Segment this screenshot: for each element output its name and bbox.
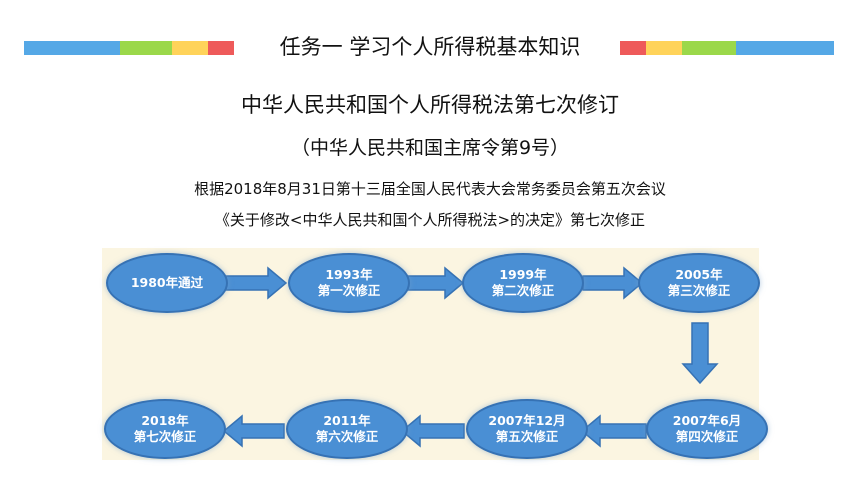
stripe-yellow [646,41,682,55]
stripe-blue [24,41,120,55]
stripe-blue [736,41,834,55]
arrow-right-icon [582,266,644,300]
law-title: 中华人民共和国个人所得税法第七次修订 [241,93,619,117]
stripe-green [682,41,736,55]
basis-line-2: 《关于修改<中华人民共和国个人所得税法>的决定》第七次修正 [214,211,646,229]
arrow-left-icon [400,414,465,448]
basis-line-1: 根据2018年8月31日第十三届全国人民代表大会常务委员会第五次会议 [194,180,666,198]
arrow-left-icon [580,414,647,448]
stripe-yellow [172,41,208,55]
header-stripe-right [620,41,834,55]
arrow-right-icon [225,266,288,300]
timeline-node-2011: 2011年 第六次修正 [286,399,408,459]
timeline-node-2018: 2018年 第七次修正 [104,399,226,459]
header-stripe-left [24,41,234,55]
timeline-node-1980: 1980年通过 [106,253,228,313]
stripe-red [620,41,646,55]
stripe-green [120,41,172,55]
arrow-down-icon [681,322,719,385]
arrow-right-icon [402,266,465,300]
timeline-node-1999: 1999年 第二次修正 [462,253,584,313]
decree-number: （中华人民共和国主席令第9号） [290,137,570,159]
timeline-node-2007-12: 2007年12月 第五次修正 [466,399,588,459]
timeline-node-1993: 1993年 第一次修正 [288,253,410,313]
stripe-red [208,41,234,55]
timeline-node-2005: 2005年 第三次修正 [638,253,760,313]
timeline-node-2007-06: 2007年6月 第四次修正 [646,399,768,459]
arrow-left-icon [222,414,285,448]
page-title: 任务一 学习个人所得税基本知识 [246,30,614,64]
